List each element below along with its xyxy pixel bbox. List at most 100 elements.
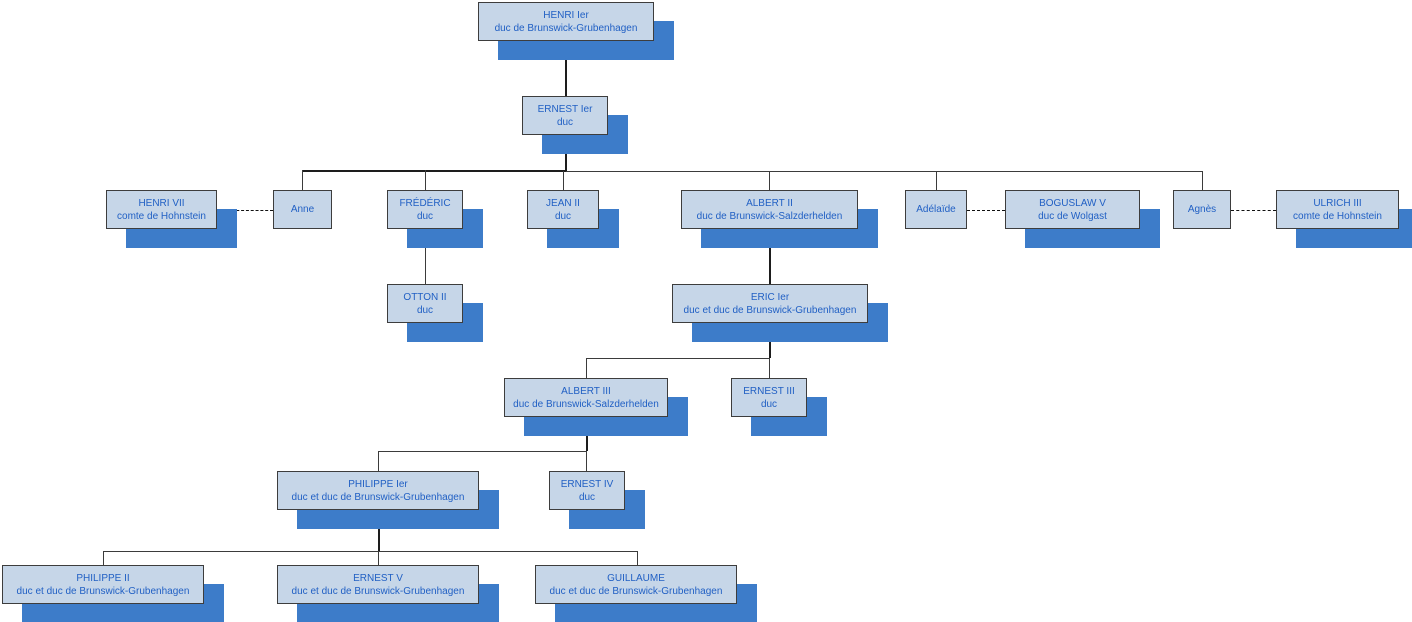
node-subtitle: duc et duc de Brunswick-Grubenhagen (291, 585, 465, 597)
node-subtitle: duc (556, 116, 574, 128)
gen7-bus (103, 551, 638, 552)
node-subtitle: comte de Hohnstein (117, 210, 206, 222)
node-title: ULRICH III (1313, 197, 1362, 209)
node-title: PHILIPPE II (76, 572, 130, 584)
node-title: HENRI Ier (543, 9, 589, 21)
node-subtitle: duc (416, 210, 434, 222)
drop-philippe2 (103, 551, 104, 565)
node-title: BOGUSLAW V (1039, 197, 1106, 209)
node-title: JEAN II (546, 197, 580, 209)
node-agnes[interactable]: Agnès (1173, 190, 1231, 229)
node-subtitle: duc de Brunswick-Grubenhagen (494, 22, 638, 34)
node-subtitle: duc (760, 398, 778, 410)
node-anne[interactable]: Anne (273, 190, 332, 229)
node-title: PHILIPPE Ier (348, 478, 408, 490)
node-subtitle: duc de Brunswick-Salzderhelden (696, 210, 843, 222)
node-title: ERNEST IV (560, 478, 614, 490)
node-box[interactable]: Adélaïde (905, 190, 967, 229)
gen3-bus-right (566, 171, 1203, 172)
node-title: HENRI VII (138, 197, 185, 209)
node-subtitle: duc (416, 304, 434, 316)
drop-anne (302, 170, 303, 190)
gen5-bus (586, 358, 770, 359)
node-title: ALBERT III (561, 385, 611, 397)
node-title: ERNEST Ier (537, 103, 593, 115)
drop-albert2 (769, 171, 770, 190)
node-title: ERIC Ier (750, 291, 790, 303)
drop-philippe1 (378, 451, 379, 471)
connector-henri1-down (565, 41, 567, 96)
connector-philippe1-down (378, 510, 380, 552)
node-subtitle: duc (578, 491, 596, 503)
drop-albert3 (586, 358, 587, 378)
node-title: ERNEST III (743, 385, 795, 397)
node-subtitle: duc et duc de Brunswick-Grubenhagen (291, 491, 465, 503)
connector-frederic-otton2 (425, 229, 426, 284)
drop-ernest3 (769, 358, 770, 378)
node-subtitle: duc de Brunswick-Salzderhelden (513, 398, 659, 410)
marriage-link-adelaide-boguslaw5 (967, 210, 1005, 211)
node-title: Agnès (1187, 204, 1217, 215)
gen6-bus (378, 451, 587, 452)
node-title: Anne (290, 204, 315, 215)
node-subtitle: duc et duc de Brunswick-Grubenhagen (16, 585, 190, 597)
node-box[interactable]: Anne (273, 190, 332, 229)
drop-adelaide (936, 171, 937, 190)
node-title: Adélaïde (916, 204, 956, 215)
drop-guillaume (637, 551, 638, 565)
node-box[interactable]: Agnès (1173, 190, 1231, 229)
drop-jean2 (563, 171, 564, 190)
marriage-link-agnes-ulrich3 (1231, 210, 1276, 211)
marriage-link-henri7-anne (217, 210, 273, 211)
gen3-bus-left (302, 170, 566, 172)
drop-ernest4 (586, 451, 587, 471)
node-subtitle: duc et duc de Brunswick-Grubenhagen (683, 304, 857, 316)
node-adelaide[interactable]: Adélaïde (905, 190, 967, 229)
drop-agnes (1202, 171, 1203, 190)
node-title: ERNEST V (353, 572, 403, 584)
node-subtitle: duc (554, 210, 572, 222)
node-title: OTTON II (403, 291, 447, 303)
node-title: GUILLAUME (607, 572, 665, 584)
drop-frederic (425, 170, 426, 190)
node-subtitle: duc de Wolgast (1038, 210, 1107, 222)
connector-albert2-eric1 (769, 229, 771, 284)
node-title: FRÉDÉRIC (399, 197, 451, 209)
drop-ernest5 (378, 551, 379, 565)
